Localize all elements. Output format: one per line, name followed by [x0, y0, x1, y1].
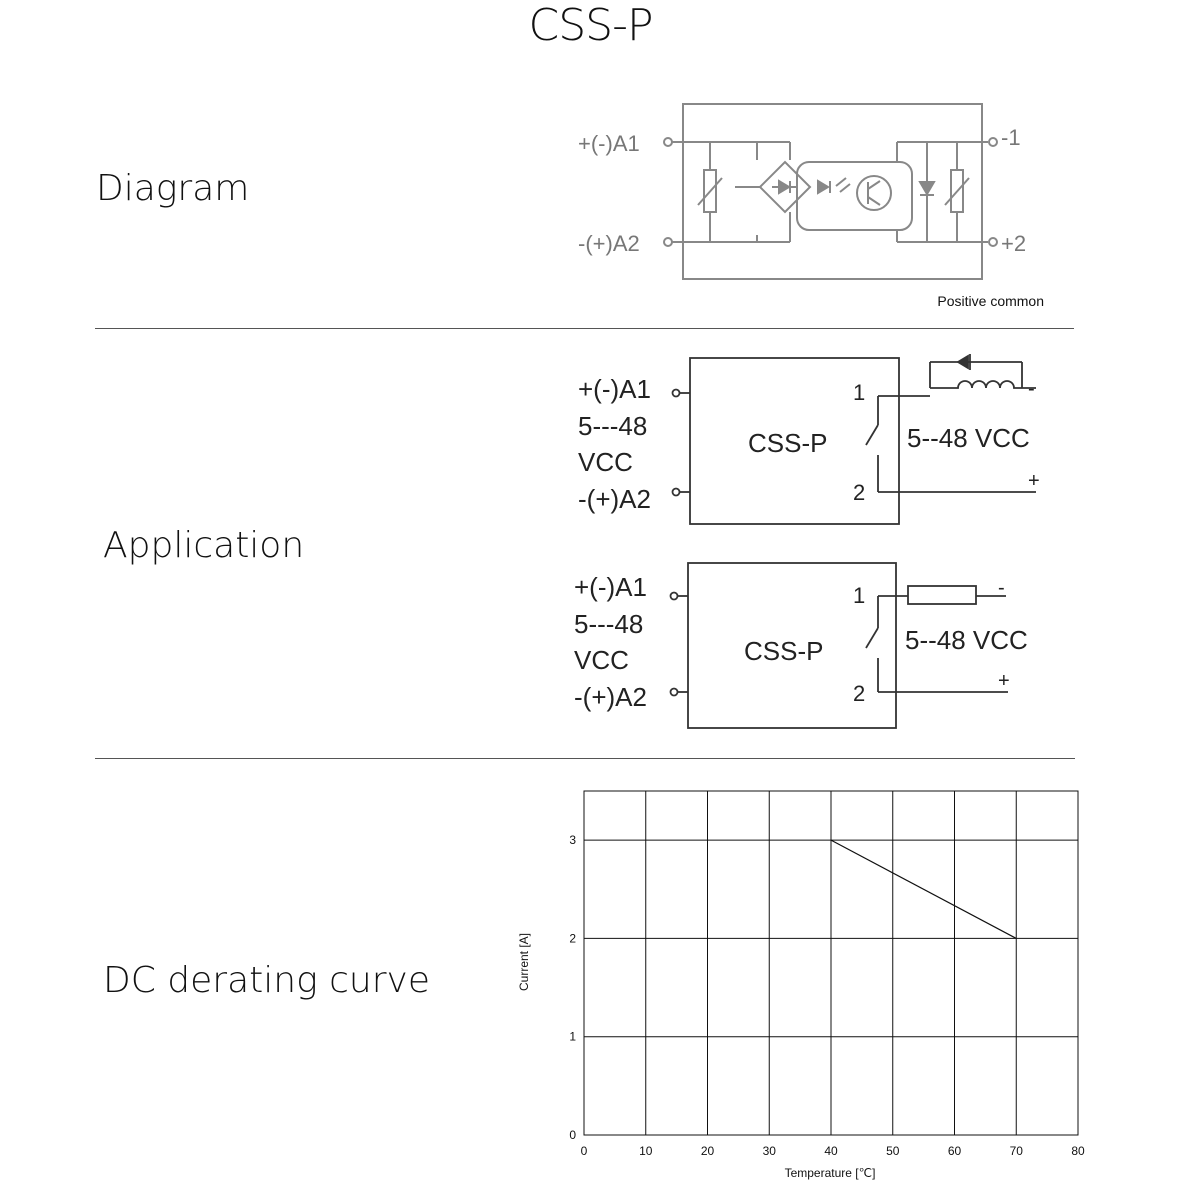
- circuit1-input-vcc: VCC: [578, 447, 633, 477]
- schematic-pin-2: +2: [1001, 231, 1026, 256]
- chart-y-tick-label: 3: [569, 833, 576, 847]
- circuit2-device-label: CSS-P: [744, 636, 823, 666]
- chart-x-ticks: 0 10 20 30 40 50 60 70 80: [581, 1144, 1085, 1158]
- section-label-diagram: Diagram: [96, 168, 250, 209]
- circuit1-load-voltage: 5--48 VCC: [907, 423, 1030, 453]
- schematic-pin-a1: +(-)A1: [578, 131, 640, 156]
- schematic-pin-a2: -(+)A2: [578, 231, 640, 256]
- schematic-pin-1: -1: [1001, 125, 1021, 150]
- circuit1-pin-2: 2: [853, 480, 865, 505]
- section-label-application: Application: [103, 525, 305, 566]
- circuit2-pin-2: 2: [853, 681, 865, 706]
- circuit2-plus: +: [998, 670, 1010, 692]
- application-circuit-2: +(-)A1 5---48 VCC -(+)A2 CSS-P 1 2 5--48…: [574, 562, 1028, 729]
- circuit1-device-label: CSS-P: [748, 428, 827, 458]
- chart-grid: [583, 790, 1079, 1136]
- divider-bottom: [95, 758, 1075, 759]
- chart-x-tick-label: 50: [886, 1144, 900, 1158]
- circuit1-input-a2: -(+)A2: [578, 484, 651, 514]
- chart-series: [830, 839, 1017, 939]
- chart-x-tick-label: 40: [824, 1144, 838, 1158]
- section-label-derating: DC derating curve: [103, 960, 431, 1001]
- chart-frame: [583, 790, 1079, 1136]
- chart-x-tick-label: 80: [1071, 1144, 1085, 1158]
- schematic-caption: Positive common: [937, 293, 1044, 309]
- circuit1-input-a1: +(-)A1: [578, 374, 651, 404]
- chart-series-line: [830, 839, 1017, 939]
- page-title: CSS-P: [528, 0, 654, 51]
- circuit1-plus: +: [1028, 470, 1040, 492]
- chart-y-axis-label: Current [A]: [517, 933, 531, 991]
- circuit2-input-vcc: VCC: [574, 645, 629, 675]
- circuit2-input-a1: +(-)A1: [574, 572, 647, 602]
- chart-x-tick-label: 30: [763, 1144, 777, 1158]
- chart-x-tick-label: 20: [701, 1144, 715, 1158]
- chart-x-tick-label: 70: [1010, 1144, 1024, 1158]
- circuit2-load-voltage: 5--48 VCC: [905, 625, 1028, 655]
- circuit2-minus: -: [998, 577, 1005, 599]
- circuit1-minus: -: [1028, 378, 1035, 400]
- divider-top: [95, 328, 1074, 329]
- application-circuit-1: +(-)A1 5---48 VCC -(+)A2 CSS-P 1 2 5--48…: [578, 354, 1040, 525]
- chart-x-axis-label: Temperature [℃]: [785, 1166, 876, 1180]
- circuit2-input-a2: -(+)A2: [574, 682, 647, 712]
- chart-y-ticks: 0 1 2 3: [569, 833, 576, 1142]
- circuit2-input-voltage: 5---48: [574, 609, 643, 639]
- chart-y-tick-label: 1: [569, 1030, 576, 1044]
- chart-x-tick-label: 60: [948, 1144, 962, 1158]
- circuit2-pin-1: 1: [853, 583, 865, 608]
- chart-x-tick-label: 10: [639, 1144, 653, 1158]
- chart-y-tick-label: 0: [569, 1128, 576, 1142]
- circuit1-pin-1: 1: [853, 380, 865, 405]
- chart-y-tick-label: 2: [569, 931, 576, 945]
- circuit1-input-voltage: 5---48: [578, 411, 647, 441]
- chart-x-tick-label: 0: [581, 1144, 588, 1158]
